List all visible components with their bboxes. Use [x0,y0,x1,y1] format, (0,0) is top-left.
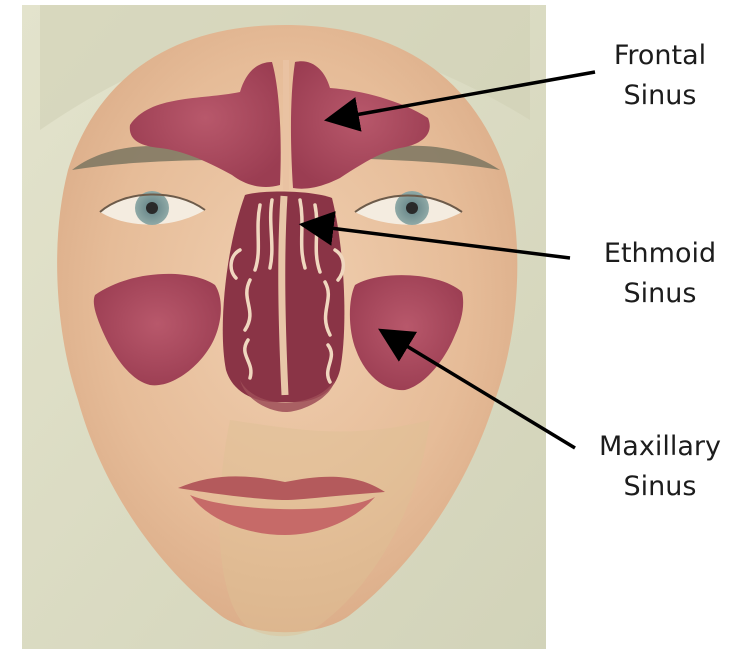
nasal-septum [282,196,285,395]
frontal-sinus-label-line2: Sinus [585,76,735,116]
maxillary-sinus-label-line1: Maxillary [575,427,745,467]
maxillary-sinus-label-line2: Sinus [575,467,745,507]
ethmoid-sinus-label: Ethmoid Sinus [585,234,735,314]
ethmoid-sinus-label-line2: Sinus [585,274,735,314]
frontal-sinus-label-line1: Frontal [585,36,735,76]
maxillary-sinus-label: Maxillary Sinus [575,427,745,507]
ethmoid-sinus-label-line1: Ethmoid [585,234,735,274]
frontal-sinus-label: Frontal Sinus [585,36,735,116]
